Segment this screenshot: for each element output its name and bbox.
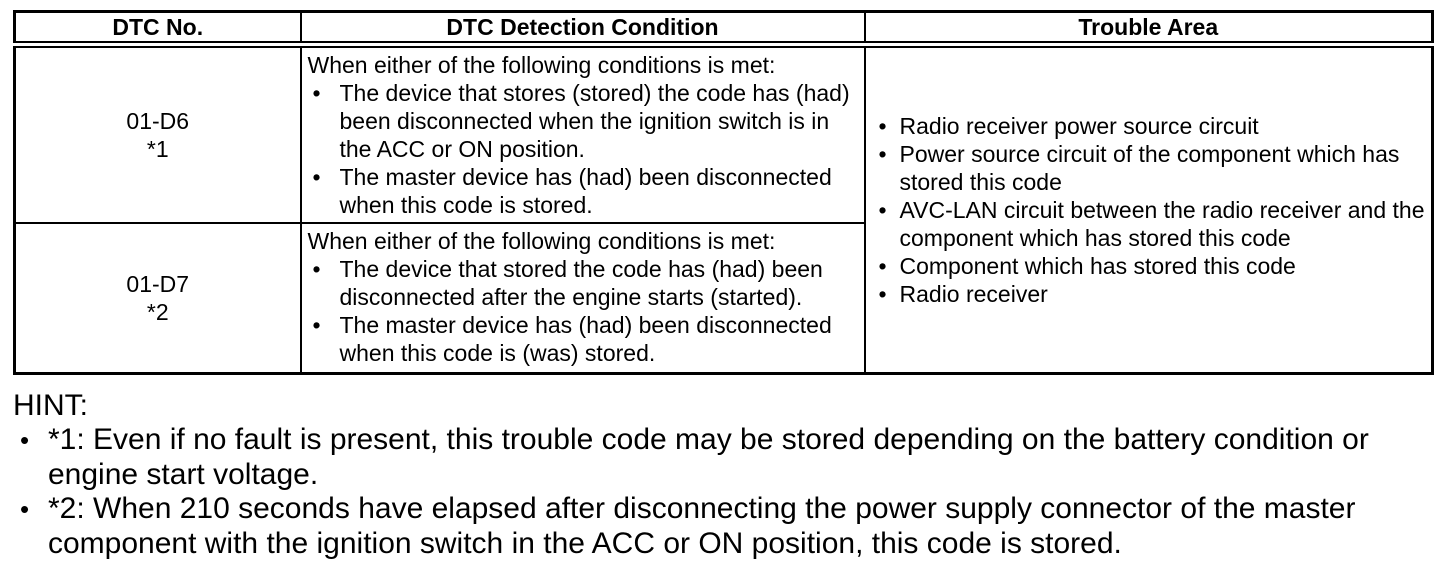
- hint-label: HINT:: [13, 388, 88, 422]
- condition-text: The device that stored the code has (had…: [339, 256, 823, 310]
- condition-list-item: • The device that stored the code has (h…: [308, 255, 858, 311]
- condition-text: The device that stores (stored) the code…: [339, 80, 850, 162]
- dtc-no-cell-01-d7: 01-D7 *2: [13, 222, 302, 374]
- dtc-footnote-ref: *1: [146, 136, 169, 162]
- detection-condition-cell-01-d7: When either of the following conditions …: [299, 222, 866, 374]
- header-detection-condition: DTC Detection Condition: [299, 10, 866, 48]
- condition-list-item: • The master device has (had) been disco…: [308, 311, 858, 367]
- trouble-list-item: • Power source circuit of the component …: [874, 140, 1430, 196]
- trouble-list-item: • Component which has stored this code: [874, 252, 1430, 280]
- condition-list-item: • The device that stores (stored) the co…: [308, 79, 858, 163]
- trouble-text: AVC-LAN circuit between the radio receiv…: [899, 196, 1425, 251]
- table-row-01-d6: 01-D6 *1 When either of the following co…: [13, 43, 1434, 374]
- dtc-footnote-ref: *2: [146, 298, 169, 325]
- table-row-01-d7: 01-D7 *2 When either of the following co…: [13, 222, 1433, 374]
- trouble-text: Power source circuit of the component wh…: [899, 140, 1400, 195]
- dtc-table: DTC No. DTC Detection Condition Trouble …: [13, 10, 1434, 375]
- bullet-icon: •: [312, 312, 321, 338]
- dtc-code: 01-D7: [126, 270, 190, 297]
- detection-condition-cell-01-d6: When either of the following conditions …: [299, 43, 866, 224]
- header-dtc-no: DTC No.: [13, 10, 302, 48]
- hint-text: *2: When 210 seconds have elapsed after …: [48, 492, 1356, 560]
- trouble-list-item: • Radio receiver: [874, 280, 1430, 308]
- dtc-code: 01-D6: [126, 108, 190, 134]
- dtc-no-cell-01-d6: 01-D6 *1: [13, 43, 302, 224]
- trouble-list-item: • AVC-LAN circuit between the radio rece…: [874, 196, 1430, 252]
- bullet-icon: •: [878, 196, 887, 223]
- bullet-icon: •: [20, 494, 30, 524]
- condition-intro: When either of the following conditions …: [307, 228, 776, 254]
- bullet-icon: •: [312, 164, 321, 190]
- condition-text: The master device has (had) been disconn…: [339, 164, 832, 218]
- hint-list-item: • *2: When 210 seconds have elapsed afte…: [13, 492, 1456, 561]
- condition-text: The master device has (had) been disconn…: [339, 312, 832, 366]
- bullet-icon: •: [312, 256, 321, 282]
- trouble-text: Radio receiver: [899, 280, 1048, 307]
- bullet-icon: •: [878, 252, 887, 279]
- trouble-text: Component which has stored this code: [899, 252, 1296, 279]
- trouble-area-cell: • Radio receiver power source circuit • …: [863, 43, 1434, 374]
- trouble-list-item: • Radio receiver power source circuit: [874, 112, 1430, 140]
- trouble-text: Radio receiver power source circuit: [899, 112, 1259, 139]
- bullet-icon: •: [312, 80, 321, 106]
- condition-list-item: • The master device has (had) been disco…: [308, 163, 858, 219]
- hint-list-item: • *1: Even if no fault is present, this …: [13, 423, 1456, 492]
- bullet-icon: •: [20, 425, 30, 455]
- bullet-icon: •: [878, 140, 887, 167]
- header-trouble-area: Trouble Area: [863, 10, 1434, 48]
- table-header-row: DTC No. DTC Detection Condition Trouble …: [13, 10, 1434, 48]
- hint-section: HINT: • *1: Even if no fault is present,…: [13, 389, 1456, 562]
- bullet-icon: •: [878, 112, 887, 139]
- bullet-icon: •: [878, 280, 887, 307]
- hint-text: *1: Even if no fault is present, this tr…: [48, 423, 1369, 491]
- condition-intro: When either of the following conditions …: [307, 52, 776, 78]
